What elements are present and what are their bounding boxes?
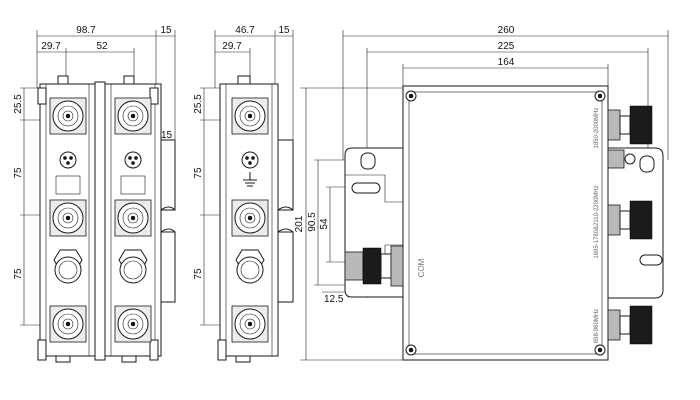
top-body-length-dim: 164 xyxy=(498,57,515,68)
side-flange-dim: 15 xyxy=(278,25,290,36)
com-connector-icon xyxy=(344,245,404,287)
front-top-height-dim: 25.5 xyxy=(13,94,24,114)
side-view: 46.7 29.7 15 25.5 75 75 xyxy=(193,25,294,363)
side-pitch-upper-dim: 75 xyxy=(193,167,204,179)
front-flange-dim: 15 xyxy=(160,25,172,36)
mounting-hole-icon xyxy=(235,249,265,284)
connector-icon xyxy=(231,199,269,237)
front-spacing-dim: 52 xyxy=(96,41,108,52)
front-pitch-upper-dim: 75 xyxy=(13,167,24,179)
front-side-dim: 15 xyxy=(161,130,173,141)
band-1-label: 1850-2000MHz xyxy=(594,107,600,148)
port-connector-icon xyxy=(607,200,653,240)
side-top-height-dim: 25.5 xyxy=(193,94,204,114)
aisg-port-icon xyxy=(59,151,77,169)
side-pitch-lower-dim: 75 xyxy=(193,268,204,280)
aisg-port-icon xyxy=(124,151,142,169)
top-slot-height-dim: 54 xyxy=(319,218,330,230)
band-2-label: 1695-1780&2110-2200MHz xyxy=(594,185,600,258)
mounting-hole-icon xyxy=(118,249,148,284)
top-bracket-height-dim: 90.5 xyxy=(307,212,318,232)
ground-icon xyxy=(243,172,257,187)
front-width-dim: 98.7 xyxy=(76,25,96,36)
connector-icon xyxy=(49,199,87,237)
front-view: 98.7 29.7 52 15 25.5 75 75 15 xyxy=(13,25,176,363)
port-connector-icon xyxy=(607,105,653,145)
front-offset-dim: 29.7 xyxy=(41,41,61,52)
aisg-port-icon xyxy=(607,149,636,169)
top-total-length-dim: 260 xyxy=(498,25,515,36)
front-pitch-lower-dim: 75 xyxy=(13,268,24,280)
top-slot-offset-dim: 12.5 xyxy=(324,294,344,305)
side-offset-dim: 29.7 xyxy=(222,41,242,52)
connector-icon xyxy=(114,97,152,135)
mounting-hole-icon xyxy=(53,249,83,284)
connector-icon xyxy=(114,199,152,237)
aisg-port-icon xyxy=(241,151,259,169)
connector-icon xyxy=(231,97,269,135)
connector-icon xyxy=(49,97,87,135)
com-label: COM xyxy=(417,258,426,277)
top-view: 260 225 164 201 90.5 54 12.5 xyxy=(294,25,669,361)
band-3-label: 698-960MHz xyxy=(594,309,600,343)
connector-icon xyxy=(49,305,87,343)
port-connector-icon xyxy=(607,305,653,345)
connector-icon xyxy=(231,305,269,343)
top-hole-spacing-dim: 225 xyxy=(498,41,515,52)
connector-icon xyxy=(114,305,152,343)
top-body-height-dim: 201 xyxy=(294,215,305,232)
side-width-dim: 46.7 xyxy=(235,25,255,36)
